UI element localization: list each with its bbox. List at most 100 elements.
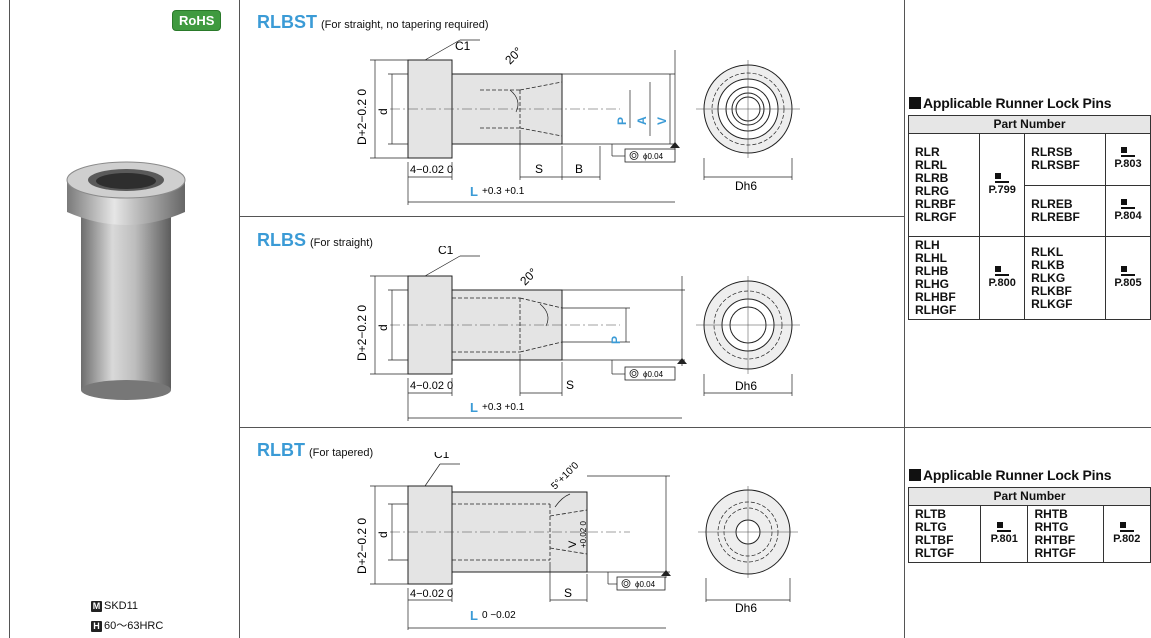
page-ref-cell[interactable]: P.801 <box>980 505 1029 563</box>
page-ref-cell[interactable]: P.803 <box>1104 133 1151 186</box>
material-text: SKD11 <box>104 600 139 612</box>
l-tolerance: +0.3 +0.1 <box>482 186 525 197</box>
page-ref-icon <box>995 266 1010 276</box>
page-ref[interactable]: P.805 <box>1114 277 1142 289</box>
page-ref-cell[interactable]: P.799 <box>979 133 1026 237</box>
part-number[interactable]: RHTB <box>1034 507 1068 521</box>
hardness-icon: H <box>91 621 102 632</box>
type-code: RLBT <box>257 440 305 460</box>
p-label: P <box>609 336 623 344</box>
part-number[interactable]: RLTGF <box>915 546 955 560</box>
part-number[interactable]: RHTBF <box>1034 533 1076 547</box>
page-ref[interactable]: P.801 <box>990 533 1018 545</box>
part-number[interactable]: RLHB <box>915 264 949 278</box>
part-number[interactable]: RLKGF <box>1031 296 1073 311</box>
part-number[interactable]: RLREB <box>1031 196 1073 211</box>
page-ref-icon <box>1120 198 1135 209</box>
flange-diameter-label: D+2−0.2 0 <box>355 305 369 361</box>
concentricity-label: ϕ0.04 <box>635 580 656 589</box>
concentricity-label: ϕ0.04 <box>643 370 664 379</box>
type-desc: (For tapered) <box>309 447 374 459</box>
page-ref[interactable]: P.800 <box>988 277 1016 289</box>
part-number[interactable]: RLKG <box>1031 270 1066 285</box>
part-number[interactable]: RLTBF <box>915 533 954 547</box>
head-thickness-label: 4−0.02 0 <box>410 380 453 392</box>
hardness-text: 60～63HRC <box>104 620 164 632</box>
bore-diameter-label: d <box>376 108 390 115</box>
part-number[interactable]: RHTGF <box>1034 546 1076 560</box>
part-number[interactable]: RLREBF <box>1031 209 1080 224</box>
table-header: Part Number <box>908 115 1151 134</box>
part-number[interactable]: RHTG <box>1034 520 1069 534</box>
part-number[interactable]: RLH <box>915 238 940 252</box>
p-label: P <box>615 117 629 125</box>
part-number[interactable]: RLHGF <box>915 303 957 317</box>
v-tolerance: +0.02 0 <box>579 521 588 548</box>
part-number[interactable]: RLKL <box>1031 244 1064 259</box>
part-number[interactable]: RLKBF <box>1031 283 1072 298</box>
table-title: Applicable Runner Lock Pins <box>923 467 1112 483</box>
page-ref-cell[interactable]: P.800 <box>979 236 1026 320</box>
page-ref-cell[interactable]: P.805 <box>1104 236 1151 320</box>
rohs-badge: RoHS <box>172 10 222 31</box>
page-ref-cell[interactable]: P.804 <box>1104 184 1151 237</box>
dh6-label: Dh6 <box>735 379 757 393</box>
frame-left <box>9 0 10 638</box>
page-ref[interactable]: P.804 <box>1114 209 1142 222</box>
head-thickness-label: 4−0.02 0 <box>410 588 453 600</box>
type-desc: (For straight, no tapering required) <box>321 19 489 31</box>
drawing-rlbt: ϕ0.04 C1 5°+10'0 D+2−0.2 0 d V +0.02 0 4… <box>355 452 798 630</box>
frame-divider-left <box>239 0 240 638</box>
part-number[interactable]: RLR <box>915 145 940 159</box>
dh6-label: Dh6 <box>735 179 757 193</box>
type-code: RLBST <box>257 12 317 32</box>
type-title-rlbst: RLBST (For straight, no tapering required… <box>257 12 489 33</box>
page-ref-icon <box>1120 147 1135 158</box>
part-number[interactable]: RLKB <box>1031 257 1065 272</box>
drawing-rlbs: ϕ0.04 C1 20° D+2−0.2 0 d P 4−0.02 0 S L … <box>355 246 800 421</box>
l-tolerance: +0.3 +0.1 <box>482 402 525 413</box>
page-ref[interactable]: P.803 <box>1114 158 1142 171</box>
part-number[interactable]: RLRSBF <box>1031 158 1080 173</box>
applicable-pins-title-2: Applicable Runner Lock Pins <box>909 467 1112 483</box>
b-label: B <box>575 162 583 176</box>
angle-label: 20° <box>517 265 540 288</box>
table-header: Part Number <box>908 487 1151 506</box>
page-ref-icon <box>1119 522 1134 532</box>
part-number[interactable]: RLRGF <box>915 210 957 224</box>
part-number[interactable]: RLHL <box>915 251 947 265</box>
table-title: Applicable Runner Lock Pins <box>923 95 1112 111</box>
l-label: L <box>470 400 478 415</box>
type-title-rlbs: RLBS(For straight) <box>257 230 373 251</box>
part-number[interactable]: RLRBF <box>915 197 956 211</box>
part-number[interactable]: RLRL <box>915 158 947 172</box>
type-desc: (For straight) <box>310 237 373 249</box>
part-number[interactable]: RLTB <box>915 507 947 521</box>
part-list-cell: RLH RLHL RLHB RLHG RLHBF RLHGF <box>907 236 981 320</box>
concentricity-label: ϕ0.04 <box>643 152 664 161</box>
page-ref-icon <box>997 522 1012 532</box>
s-label: S <box>566 378 574 392</box>
product-photo <box>66 161 186 400</box>
angle-label: 20° <box>502 44 525 67</box>
page-ref[interactable]: P.799 <box>988 184 1016 196</box>
part-number[interactable]: RLTG <box>915 520 947 534</box>
part-number[interactable]: RLRSB <box>1031 145 1073 160</box>
row-divider-1 <box>239 216 904 217</box>
applicable-pins-table-1: Part Number RLR RLRL RLRB RLRG RLRBF RLR… <box>907 115 1151 320</box>
part-number[interactable]: RLHG <box>915 277 949 291</box>
v-label: V <box>655 117 669 125</box>
part-number[interactable]: RLRG <box>915 184 949 198</box>
s-label: S <box>564 586 572 600</box>
chamfer-label: C1 <box>455 39 471 53</box>
page-ref-cell[interactable]: P.802 <box>1102 505 1151 563</box>
part-number[interactable]: RLRB <box>915 171 949 185</box>
part-list-cell: RLR RLRL RLRB RLRG RLRBF RLRGF <box>907 133 981 237</box>
part-list-cell: RLRSB RLRSBF <box>1024 133 1106 186</box>
chamfer-label: C1 <box>438 246 454 257</box>
flange-diameter-label: D+2−0.2 0 <box>355 518 369 574</box>
page-ref[interactable]: P.802 <box>1113 533 1141 545</box>
part-number[interactable]: RLHBF <box>915 290 956 304</box>
